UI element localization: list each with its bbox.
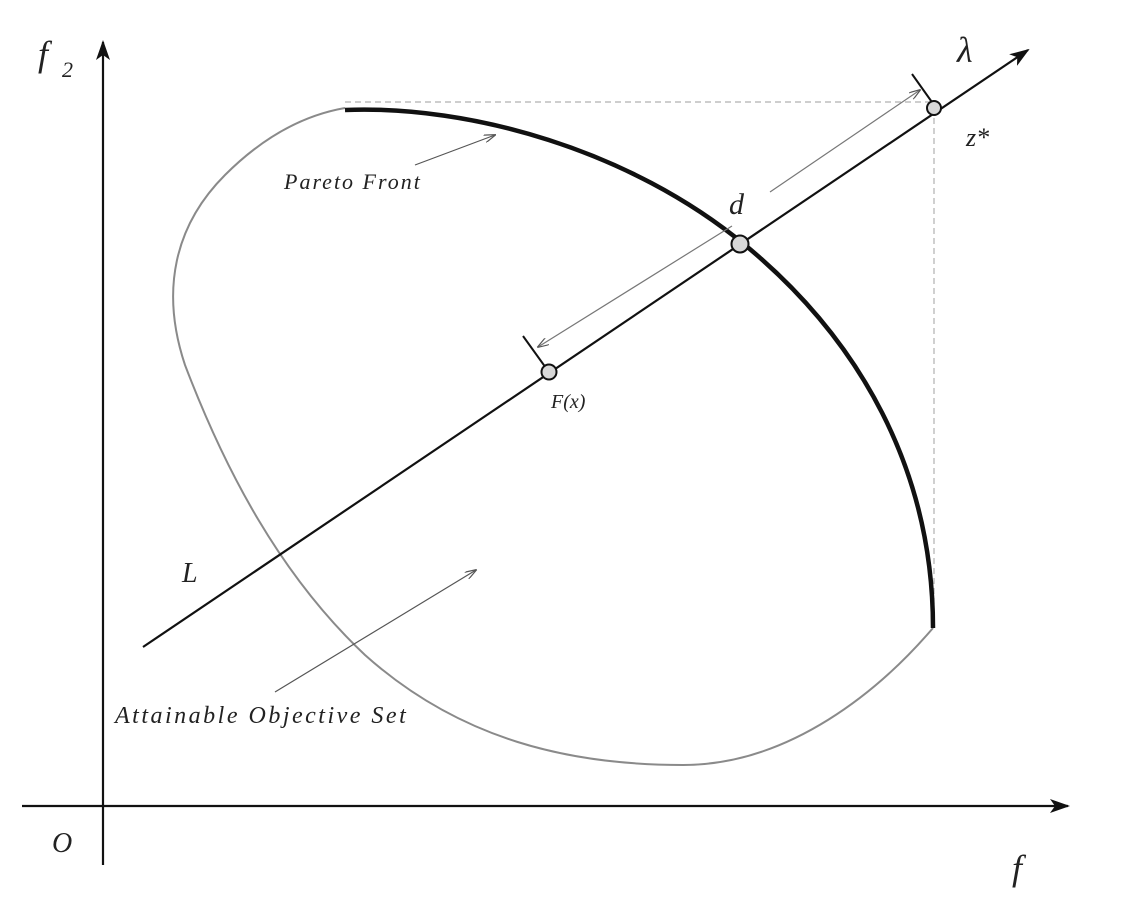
d-label: d xyxy=(729,188,745,221)
fx-label: F(x) xyxy=(550,391,586,413)
l-label: L xyxy=(181,558,198,589)
arrow-toward-z-star xyxy=(769,90,920,193)
attainable-set-pointer xyxy=(274,570,476,693)
line-l xyxy=(142,48,1030,648)
f2-axis-label: f xyxy=(38,34,53,74)
pareto-front-pointer xyxy=(414,135,495,166)
f2-axis-subscript: 2 xyxy=(62,57,73,82)
arrow-toward-fx xyxy=(538,225,733,347)
attainable-set-boundary xyxy=(172,107,934,767)
z-star-label: z* xyxy=(965,123,989,152)
lambda-label: λ xyxy=(956,30,973,70)
point-z-star xyxy=(926,100,942,116)
tick-fx xyxy=(522,335,547,369)
attainable-set-label: Attainable Objective Set xyxy=(113,703,408,729)
point-d xyxy=(730,234,750,254)
point-fx xyxy=(540,363,558,381)
origin-label: O xyxy=(52,828,72,859)
pareto-front-curve xyxy=(344,107,936,629)
tick-z-star xyxy=(911,73,935,106)
pareto-front-label: Pareto Front xyxy=(283,169,422,194)
f1-axis-label: f xyxy=(1012,848,1027,888)
